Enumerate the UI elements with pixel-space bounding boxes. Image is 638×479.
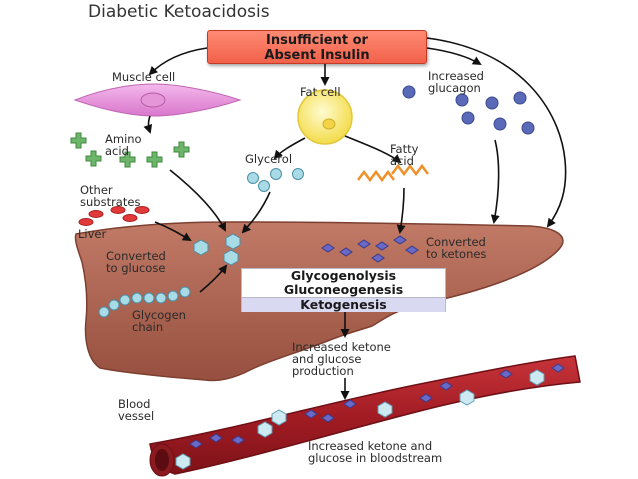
increased-glucagon-label: Increased glucagon (428, 69, 484, 95)
converted-to-glucose-label: Converted to glucose (106, 249, 166, 275)
blood-vessel (149, 355, 581, 477)
fat-cell (297, 89, 353, 145)
vessel-glucose-molecules (175, 369, 545, 470)
amino-acid-label: Amino acid (105, 132, 142, 158)
blood-vessel-label: Blood vessel (118, 397, 155, 423)
amino-acid-molecules (70, 132, 190, 168)
muscle-cell-label: Muscle cell (112, 70, 176, 84)
diagram-title: Diabetic Ketoacidosis (88, 2, 270, 22)
vessel-ketone-molecules (189, 363, 565, 449)
converted-to-ketones-label: Converted to ketones (426, 235, 487, 261)
liver-process-box: Glycogenolysis Gluconeogenesis Ketogenes… (241, 268, 446, 312)
increased-bloodstream-label: Increased ketone and glucose in bloodstr… (308, 439, 443, 465)
flow-arrows (143, 37, 567, 400)
fatty-acid-chains (357, 163, 429, 183)
increased-production-label: Increased ketone and glucose production (292, 340, 391, 378)
muscle-cell (73, 83, 242, 117)
process-glycogenolysis: Glycogenolysis (290, 268, 397, 283)
fat-cell-label: Fat cell (300, 85, 341, 99)
process-gluconeogenesis: Gluconeogenesis (283, 282, 404, 297)
glucagon-molecules (402, 85, 535, 135)
glycogen-chain-label: Glycogen chain (132, 308, 186, 334)
insufficient-insulin-box: Insufficient or Absent Insulin (207, 30, 427, 64)
fatty-acid-label: Fatty acid (390, 142, 419, 168)
process-ketogenesis: Ketogenesis (242, 297, 445, 312)
glycogen-chain (98, 286, 191, 318)
liver-label: Liver (78, 227, 107, 241)
other-substrates-label: Other substrates (80, 183, 141, 209)
ketone-molecules-liver (321, 235, 419, 263)
other-substrates-molecules (78, 206, 150, 226)
glycerol-molecules (247, 168, 304, 192)
glycerol-label: Glycerol (245, 152, 293, 166)
glucose-molecules-liver (193, 233, 241, 266)
